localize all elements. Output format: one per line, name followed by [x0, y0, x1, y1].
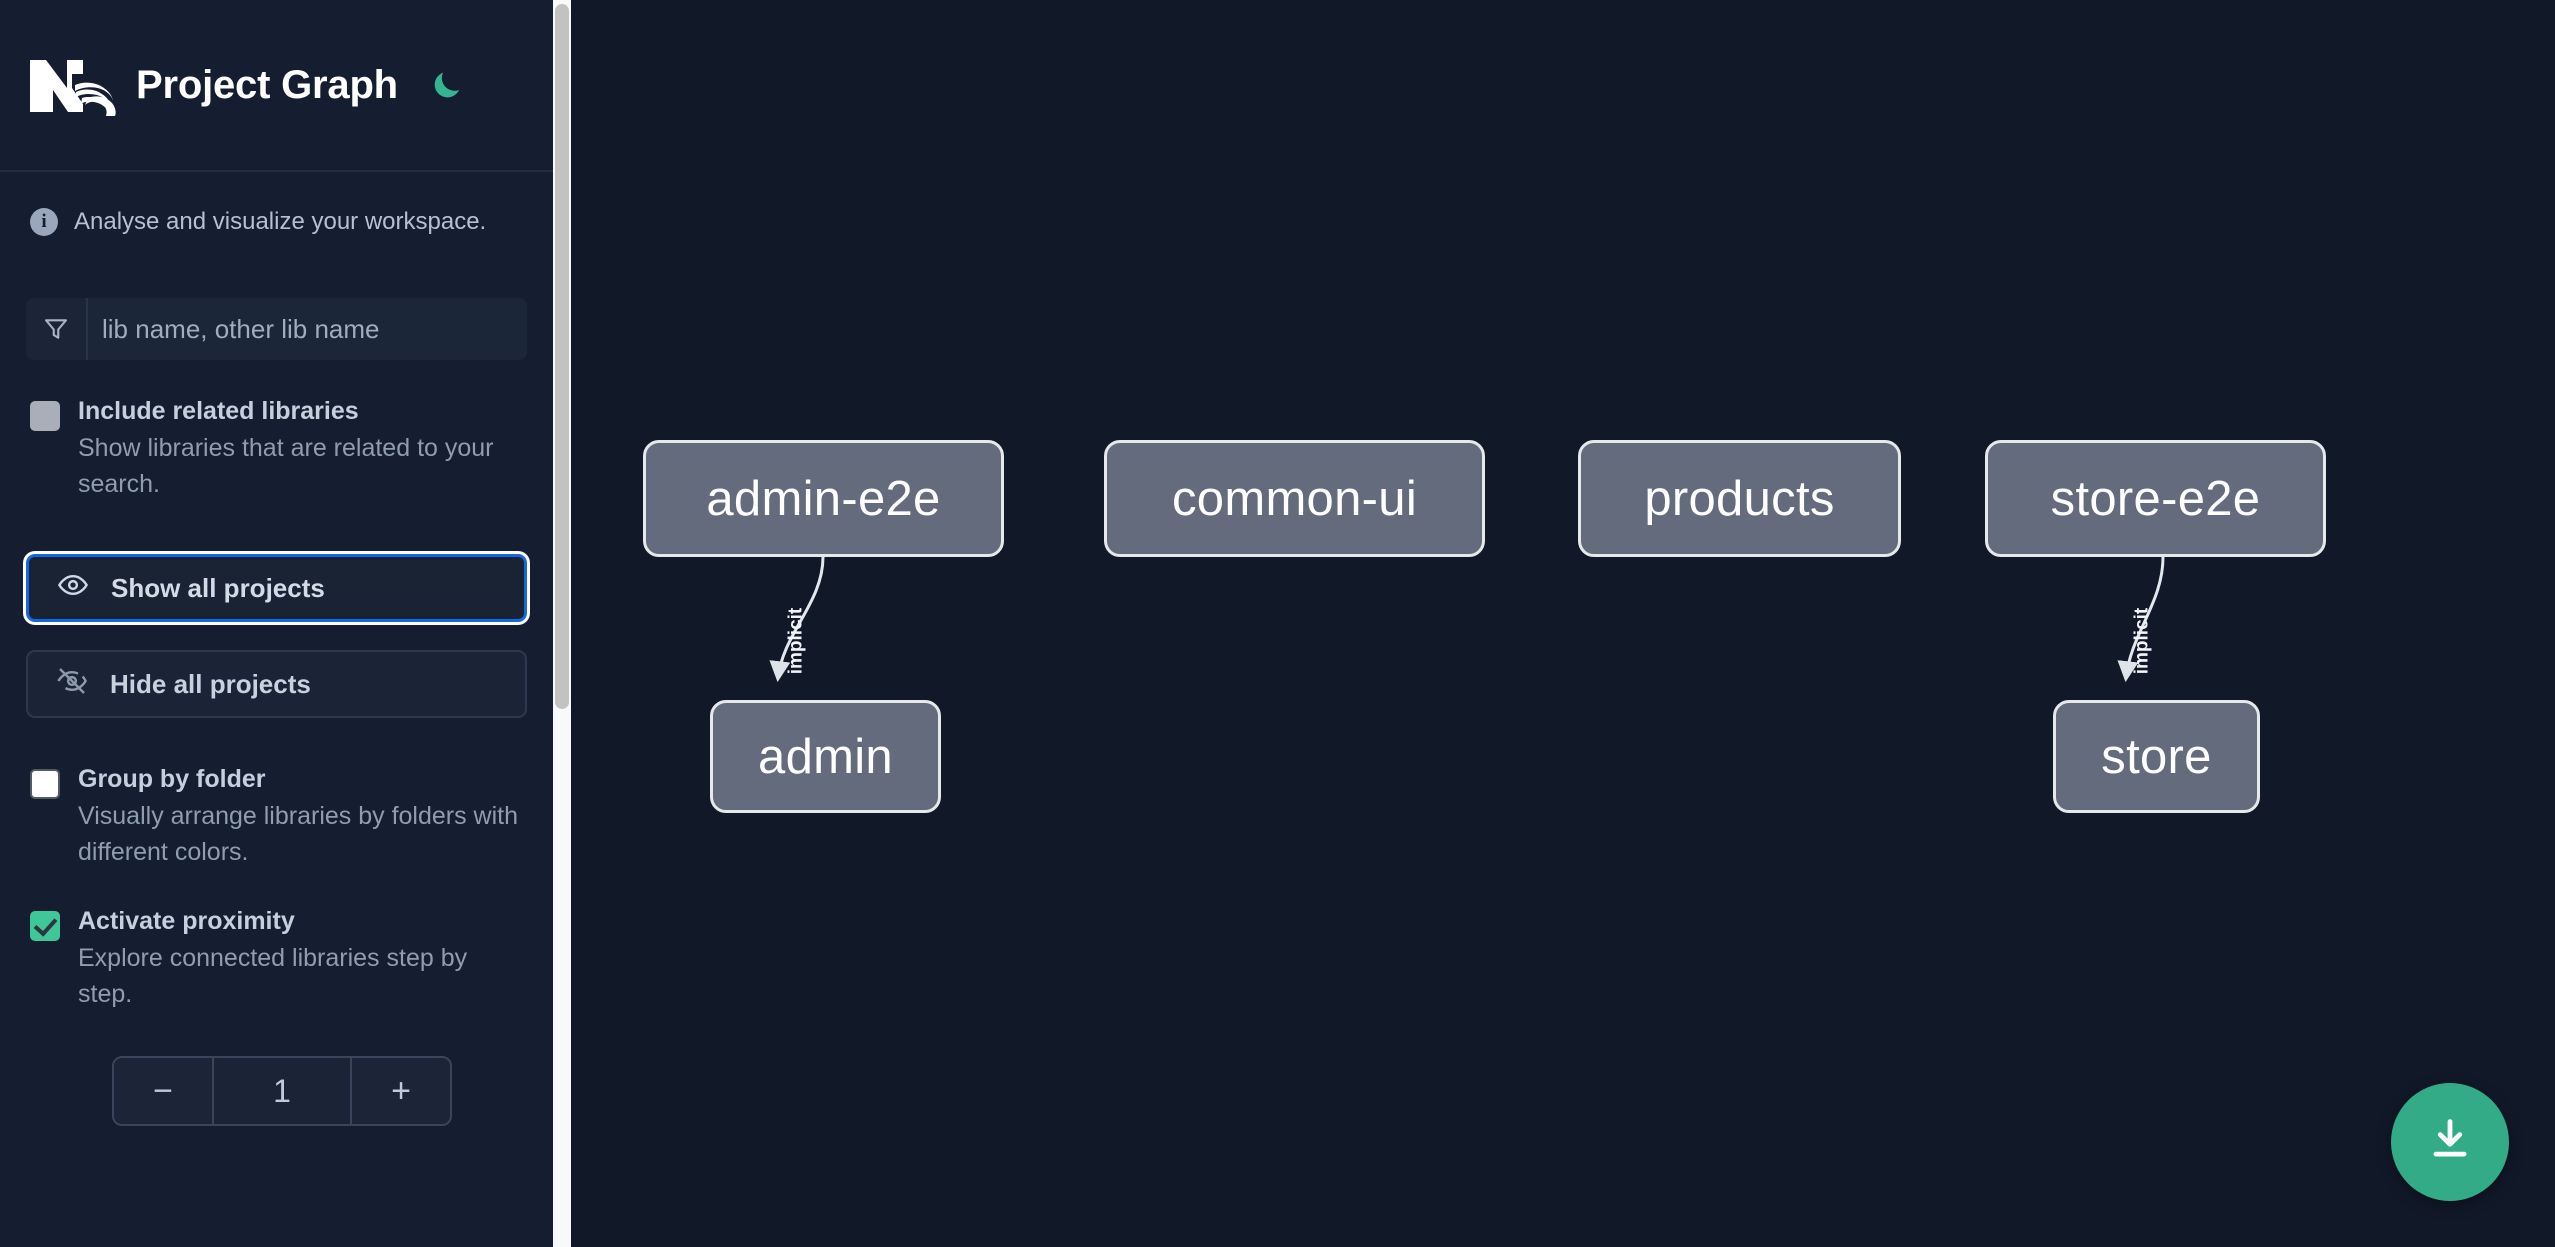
option-description: Explore connected libraries step by step…: [78, 944, 468, 1008]
download-button[interactable]: [2391, 1083, 2509, 1201]
sidebar-tagline: i Analyse and visualize your workspace.: [0, 172, 553, 236]
graph-canvas[interactable]: admin-e2e common-ui products store-e2e a…: [553, 0, 2555, 1247]
filter-row: [26, 298, 527, 360]
eye-icon: [57, 569, 89, 608]
show-all-projects-button[interactable]: Show all projects: [26, 554, 527, 622]
stepper-increment-button[interactable]: +: [350, 1058, 450, 1124]
hide-all-projects-button[interactable]: Hide all projects: [26, 650, 527, 718]
checkbox-activate-proximity[interactable]: [30, 911, 60, 941]
stepper-value: 1: [214, 1058, 350, 1124]
page-title: Project Graph: [136, 62, 398, 107]
graph-node-products[interactable]: products: [1578, 440, 1901, 557]
sidebar-header: Project Graph: [0, 0, 553, 172]
option-group-by-folder[interactable]: Group by folder Visually arrange librari…: [30, 764, 527, 870]
sidebar-scrollbar-thumb[interactable]: [555, 4, 569, 709]
option-label: Include related libraries: [78, 397, 359, 425]
show-all-projects-label: Show all projects: [111, 572, 325, 603]
proximity-stepper: − 1 +: [112, 1056, 452, 1126]
graph-edge-label-store-e2e-to-store: implicit: [2131, 607, 2153, 675]
option-include-related-libraries[interactable]: Include related libraries Show libraries…: [30, 396, 527, 502]
graph-node-common-ui[interactable]: common-ui: [1104, 440, 1485, 557]
info-icon: i: [30, 208, 58, 236]
option-activate-proximity[interactable]: Activate proximity Explore connected lib…: [30, 906, 527, 1012]
graph-edges: [769, 556, 2165, 683]
graph-node-label: store-e2e: [2050, 471, 2261, 526]
graph-node-label: common-ui: [1171, 471, 1418, 526]
option-label: Activate proximity: [78, 907, 295, 935]
hide-all-projects-label: Hide all projects: [110, 668, 311, 699]
search-input[interactable]: [88, 298, 527, 360]
graph-node-label: store: [2101, 729, 2212, 784]
eye-off-icon: [56, 665, 88, 704]
graph-edge-label-admin-e2e-to-admin: implicit: [785, 607, 807, 675]
sidebar-scrollbar[interactable]: [553, 0, 571, 1247]
filter-icon: [26, 298, 88, 360]
option-description: Show libraries that are related to your …: [78, 434, 494, 498]
graph-node-store-e2e[interactable]: store-e2e: [1985, 440, 2326, 557]
checkbox-include-related-libraries[interactable]: [30, 401, 60, 431]
moon-icon[interactable]: [426, 64, 468, 106]
graph-node-admin-e2e[interactable]: admin-e2e: [643, 440, 1004, 557]
graph-node-label: admin-e2e: [706, 471, 941, 526]
graph-node-admin[interactable]: admin: [710, 700, 941, 813]
checkbox-group-by-folder[interactable]: [30, 769, 60, 799]
tagline-text: Analyse and visualize your workspace.: [74, 208, 487, 235]
graph-node-label: products: [1644, 471, 1835, 526]
stepper-decrement-button[interactable]: −: [114, 1058, 214, 1124]
option-label: Group by folder: [78, 765, 266, 793]
sidebar-divider: [571, 0, 575, 1247]
option-description: Visually arrange libraries by folders wi…: [78, 802, 519, 866]
sidebar: Project Graph i Analyse and visualize yo…: [0, 0, 553, 1247]
graph-node-label: admin: [758, 729, 893, 784]
graph-node-store[interactable]: store: [2053, 700, 2260, 813]
download-icon: [2424, 1114, 2476, 1171]
nx-logo-icon: [26, 52, 118, 118]
